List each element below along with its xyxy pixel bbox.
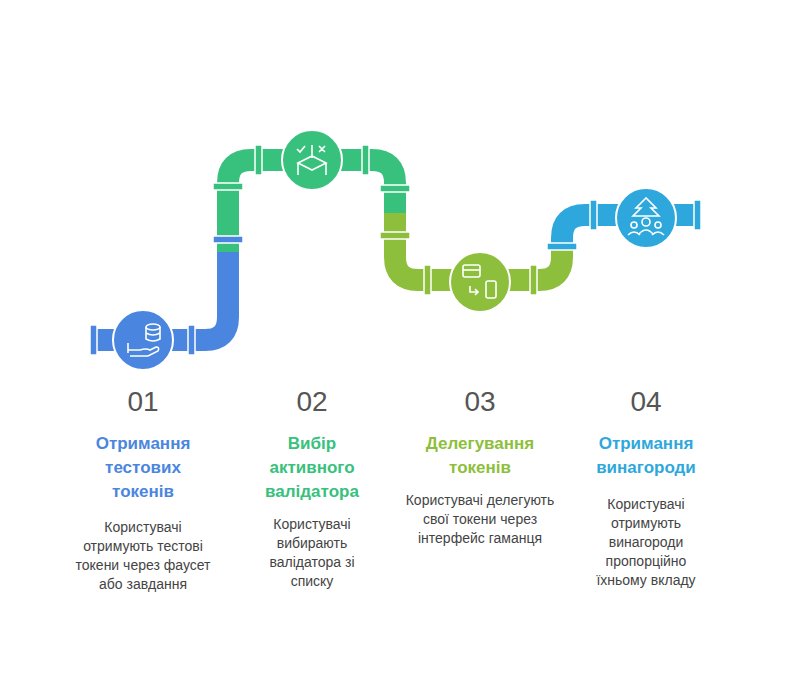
step-number: 01 bbox=[103, 386, 183, 418]
step-heading: Вибір активного валідатора bbox=[252, 432, 372, 504]
step-description: Користувачі отримують винагороди пропорц… bbox=[581, 495, 711, 590]
pipe-flange bbox=[380, 232, 410, 239]
step-description: Користувачі делегують свої токени через … bbox=[405, 491, 555, 548]
pipe-blue bbox=[93, 250, 228, 340]
pipe-flange bbox=[213, 183, 243, 190]
pipe-flange bbox=[530, 265, 537, 295]
step-description: Користувачі отримують тестові токени чер… bbox=[68, 518, 218, 594]
pipe-flange bbox=[590, 200, 597, 230]
step-heading: Отримання винагороди bbox=[584, 432, 709, 480]
step-number: 02 bbox=[272, 386, 352, 418]
step-number: 03 bbox=[440, 386, 520, 418]
pipe-flange bbox=[255, 145, 262, 175]
pipe-flange bbox=[424, 265, 431, 295]
icon-circle bbox=[113, 310, 173, 370]
pipe-flange bbox=[694, 200, 701, 230]
pipe-flange bbox=[188, 325, 195, 355]
icon-circle bbox=[450, 252, 510, 312]
pipe-flange bbox=[90, 325, 97, 355]
step-number: 04 bbox=[606, 386, 686, 418]
pipe-flange bbox=[213, 236, 243, 243]
pipe-flange bbox=[362, 145, 369, 175]
pipe-flange bbox=[547, 243, 577, 250]
icon-circle bbox=[282, 130, 342, 190]
icon-circle bbox=[616, 188, 676, 248]
step-heading: Отримання тестових токенів bbox=[81, 432, 206, 504]
step-heading: Делегування токенів bbox=[410, 432, 550, 480]
pipe-flange bbox=[380, 185, 410, 192]
step-description: Користувачі вибирають валідатора зі спис… bbox=[247, 515, 377, 591]
